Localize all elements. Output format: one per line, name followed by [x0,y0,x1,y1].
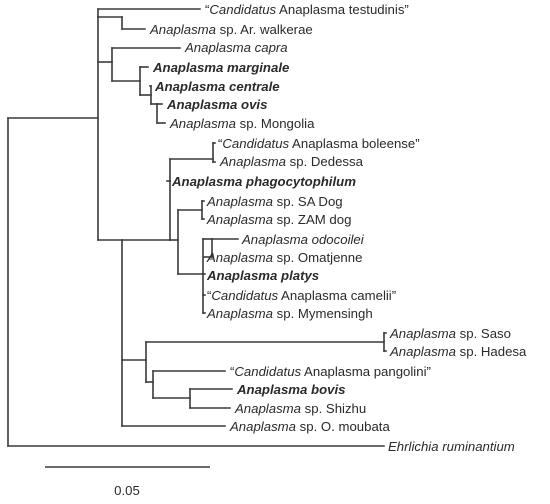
tip-label-t9: Anaplasma sp. Dedessa [219,154,364,169]
tip-label-part: Candidatus [234,364,301,379]
tip-label-part: Anaplasma platys [206,268,319,283]
tip-label-part: sp. Omatjenne [273,250,362,265]
tip-label-part: Candidatus [222,136,289,151]
tip-label-part: Candidatus [211,288,278,303]
tip-label-part: sp. Mongolia [236,116,315,131]
tip-label-part: Anaplasma [149,22,216,37]
tip-label-part: Anaplasma bovis [236,382,345,397]
tree-branches [7,8,387,447]
tip-label-part: Candidatus [209,2,276,17]
tip-label-part: sp. Hadesa [456,344,527,359]
tip-label-t16: “Candidatus Anaplasma camelii” [207,288,396,303]
tip-label-part: Anaplasma ovis [166,97,267,112]
tip-label-t6: Anaplasma ovis [166,97,267,112]
tip-label-part: sp. O. moubata [296,419,390,434]
tip-label-t24: Ehrlichia ruminantium [388,439,515,454]
tip-label-t1: “Candidatus Anaplasma testudinis” [205,2,409,17]
tip-label-t4: Anaplasma marginale [152,60,289,75]
tip-label-part: Anaplasma [206,194,273,209]
tip-label-part: Anaplasma testudinis” [276,2,409,17]
tip-label-part: sp. SA Dog [273,194,343,209]
tip-label-part: Anaplasma [169,116,236,131]
tip-label-t14: Anaplasma sp. Omatjenne [206,250,362,265]
tip-label-part: Anaplasma pangolini” [301,364,431,379]
tip-label-part: Anaplasma [389,344,456,359]
tip-label-part: “ [230,364,234,379]
tip-label-part: Anaplasma centrale [154,79,280,94]
tip-labels: “Candidatus Anaplasma testudinis”Anaplas… [149,2,527,454]
tip-label-t2: Anaplasma sp. Ar. walkerae [149,22,313,37]
tip-label-part: Anaplasma [389,326,456,341]
scale-bar-label: 0.05 [114,483,140,498]
tip-label-part: Ehrlichia ruminantium [388,439,515,454]
tip-label-part: Anaplasma odocoilei [241,232,365,247]
tip-label-part: sp. Saso [456,326,511,341]
tip-label-t12: Anaplasma sp. ZAM dog [206,212,351,227]
tip-label-t18: Anaplasma sp. Saso [389,326,511,341]
tip-label-t15: Anaplasma platys [206,268,319,283]
tip-label-part: Anaplasma [219,154,286,169]
tip-label-t3: Anaplasma capra [184,40,288,55]
tip-label-t7: Anaplasma sp. Mongolia [169,116,315,131]
tip-label-part: sp. Ar. walkerae [216,22,313,37]
tip-label-part: Anaplasma [206,306,273,321]
tip-label-t13: Anaplasma odocoilei [241,232,365,247]
tip-label-part: Anaplasma [206,250,273,265]
tip-label-part: Anaplasma capra [184,40,288,55]
tip-label-t5: Anaplasma centrale [154,79,280,94]
tip-label-t21: Anaplasma bovis [236,382,345,397]
tip-label-t17: Anaplasma sp. Mymensingh [206,306,373,321]
tip-label-part: Anaplasma camelii” [278,288,396,303]
tip-label-t20: “Candidatus Anaplasma pangolini” [230,364,431,379]
tip-label-part: “ [218,136,222,151]
tip-label-t10: Anaplasma phagocytophilum [171,174,356,189]
tip-label-part: Anaplasma [206,212,273,227]
tip-label-part: Anaplasma [234,401,301,416]
tip-label-part: Anaplasma boleense” [289,136,420,151]
tip-label-part: Anaplasma phagocytophilum [171,174,356,189]
tip-label-part: sp. ZAM dog [273,212,351,227]
tip-label-t23: Anaplasma sp. O. moubata [229,419,390,434]
tip-label-part: “ [205,2,209,17]
tip-label-t19: Anaplasma sp. Hadesa [389,344,527,359]
scale-bar: 0.05 [45,466,210,498]
tip-label-t11: Anaplasma sp. SA Dog [206,194,343,209]
tip-label-part: “ [207,288,211,303]
tip-label-t22: Anaplasma sp. Shizhu [234,401,366,416]
tip-label-t8: “Candidatus Anaplasma boleense” [218,136,420,151]
tip-label-part: Anaplasma [229,419,296,434]
tip-label-part: Anaplasma marginale [152,60,289,75]
tip-label-part: sp. Dedessa [286,154,364,169]
tip-label-part: sp. Mymensingh [273,306,373,321]
tip-label-part: sp. Shizhu [301,401,366,416]
